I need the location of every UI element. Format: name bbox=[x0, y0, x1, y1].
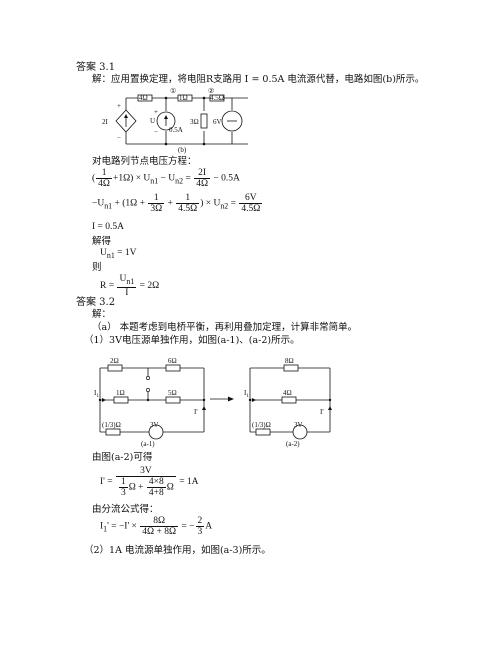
a1-current-i1: I1 bbox=[94, 389, 99, 399]
a1-r-third-ohm: (1/3)Ω bbox=[102, 421, 121, 429]
transform-arrow bbox=[210, 396, 234, 402]
then-label: 则 bbox=[92, 262, 102, 273]
dep-minus-sign: − bbox=[117, 134, 121, 142]
node-1-label: ① bbox=[170, 87, 176, 95]
step-1-text: （1）3V电压源单独作用，如图(a-1)、(a-2)所示。 bbox=[84, 335, 300, 346]
a2-r-third-ohm: (1/3)Ω bbox=[252, 421, 271, 429]
circuit-figure-a1: 2Ω 6Ω 1Ω 5Ω (1/3)Ω 3V I1 I' (a-1) bbox=[94, 357, 206, 448]
source-6v-label: 6V bbox=[213, 118, 222, 126]
circuit-figure-a2: 8Ω 4Ω (1/3)Ω 3V I1 I' (a-2) bbox=[244, 357, 332, 448]
dep-plus-sign: + bbox=[117, 102, 121, 110]
a2-current-i1: I1 bbox=[244, 389, 249, 399]
dependent-source-label: 2I bbox=[102, 118, 109, 126]
resistor-3ohm-label: 3Ω bbox=[190, 118, 199, 126]
a2-source-3v: 3V bbox=[294, 421, 303, 429]
a1-r-6ohm: 6Ω bbox=[168, 357, 177, 365]
section-title-3-1: 答案 3.1 bbox=[76, 62, 116, 73]
a2-r-8ohm: 8Ω bbox=[285, 357, 294, 365]
a2-r-4ohm: 4Ω bbox=[283, 389, 292, 397]
node-equations-title: 对电路列节点电压方程： bbox=[92, 156, 197, 167]
from-figure-a2: 由图(a-2)可得 bbox=[92, 452, 153, 463]
step-2-text: （2）1A 电流源单独作用，如图(a-3)所示。 bbox=[84, 545, 271, 556]
equation-3: I = 0.5A bbox=[92, 222, 125, 232]
intro-3-1: 解：应用置换定理，将电阻R支路用 I = 0.5A 电流源代替，电路如图(b)所… bbox=[92, 74, 425, 85]
a1-current-iprime: I' bbox=[194, 408, 198, 416]
a1-caption: (a-1) bbox=[141, 440, 155, 448]
u-plus-sign: + bbox=[154, 108, 158, 116]
resistor-4.5ohm-label: 4.5Ω bbox=[210, 94, 224, 102]
current-source-label: 0.5A bbox=[169, 126, 183, 134]
resistor-1ohm-label: 1Ω bbox=[179, 94, 188, 102]
a1-r-2ohm: 2Ω bbox=[110, 357, 119, 365]
voltage-u-label: U bbox=[150, 117, 155, 125]
solve-label: 解得 bbox=[92, 236, 112, 247]
part-a-text: （a） 本题考虑到电桥平衡，再利用叠加定理，计算非常简单。 bbox=[92, 322, 358, 333]
u-minus-sign: − bbox=[154, 128, 158, 136]
a1-source-3v: 3V bbox=[150, 421, 159, 429]
a2-caption: (a-2) bbox=[286, 440, 300, 448]
resistor-4ohm-label: 4Ω bbox=[139, 94, 148, 102]
a2-current-iprime: I' bbox=[320, 408, 324, 416]
node-2-label: ② bbox=[208, 87, 214, 95]
figure-b-caption: (b) bbox=[178, 146, 187, 154]
current-divider-label: 由分流公式得： bbox=[92, 504, 159, 515]
circuit-figure-b: ① ② 4Ω 1Ω 4.5Ω 3Ω 0.5A U + − 6V 2I + − (… bbox=[102, 87, 248, 154]
intro-3-2: 解： bbox=[92, 309, 112, 320]
result-un1: Un1 = 1V bbox=[100, 248, 137, 260]
a1-r-1ohm: 1Ω bbox=[116, 389, 125, 397]
section-title-3-2: 答案 3.2 bbox=[76, 297, 116, 308]
a1-r-5ohm: 5Ω bbox=[168, 389, 177, 397]
